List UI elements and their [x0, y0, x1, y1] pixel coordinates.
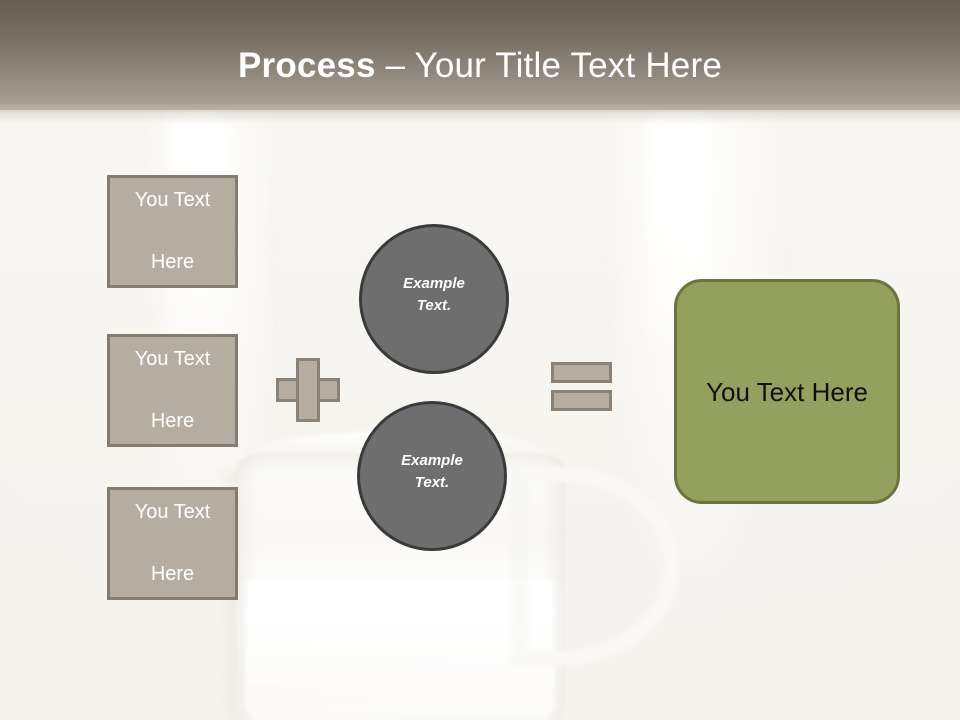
- input-box-2-line2: Here: [150, 410, 195, 432]
- page-title-strong: Process: [238, 46, 376, 85]
- process-circle-1-line1: Example: [403, 275, 465, 292]
- input-box-3[interactable]: You Text Here: [107, 487, 238, 600]
- input-box-3-line1: You Text: [134, 501, 211, 523]
- plus-icon-center-patch: [299, 381, 317, 399]
- page-title-rest: – Your Title Text Here: [375, 46, 722, 85]
- process-circle-2-line1: Example: [401, 452, 463, 469]
- input-box-1[interactable]: You Text Here: [107, 175, 238, 288]
- input-box-2[interactable]: You Text Here: [107, 334, 238, 447]
- process-circle-1[interactable]: Example Text.: [359, 224, 509, 374]
- process-circle-1-label: Example Text.: [362, 273, 506, 317]
- input-box-3-line2: Here: [150, 563, 195, 585]
- title-bar: [0, 0, 960, 110]
- input-box-1-line2: Here: [150, 251, 195, 273]
- input-box-1-line1: You Text: [134, 189, 211, 211]
- equals-icon-top-bar: [551, 362, 612, 383]
- process-circle-2-label: Example Text.: [360, 450, 504, 494]
- input-box-1-label: You Text Here: [110, 185, 235, 278]
- result-box-label: You Text Here: [706, 376, 868, 407]
- process-circle-2[interactable]: Example Text.: [357, 401, 507, 551]
- plus-icon: [276, 358, 340, 422]
- input-box-2-line1: You Text: [134, 348, 211, 370]
- equals-icon: [551, 362, 612, 411]
- title-bar-fade: [0, 104, 960, 130]
- process-circle-2-line2: Text.: [414, 474, 450, 491]
- equals-icon-bottom-bar: [551, 390, 612, 411]
- input-box-3-label: You Text Here: [110, 497, 235, 590]
- page-title: Process – Your Title Text Here: [0, 46, 960, 86]
- process-circle-1-line2: Text.: [416, 297, 452, 314]
- milk-jug-fill-icon: [246, 580, 554, 720]
- input-box-2-label: You Text Here: [110, 344, 235, 437]
- result-box[interactable]: You Text Here: [674, 279, 900, 504]
